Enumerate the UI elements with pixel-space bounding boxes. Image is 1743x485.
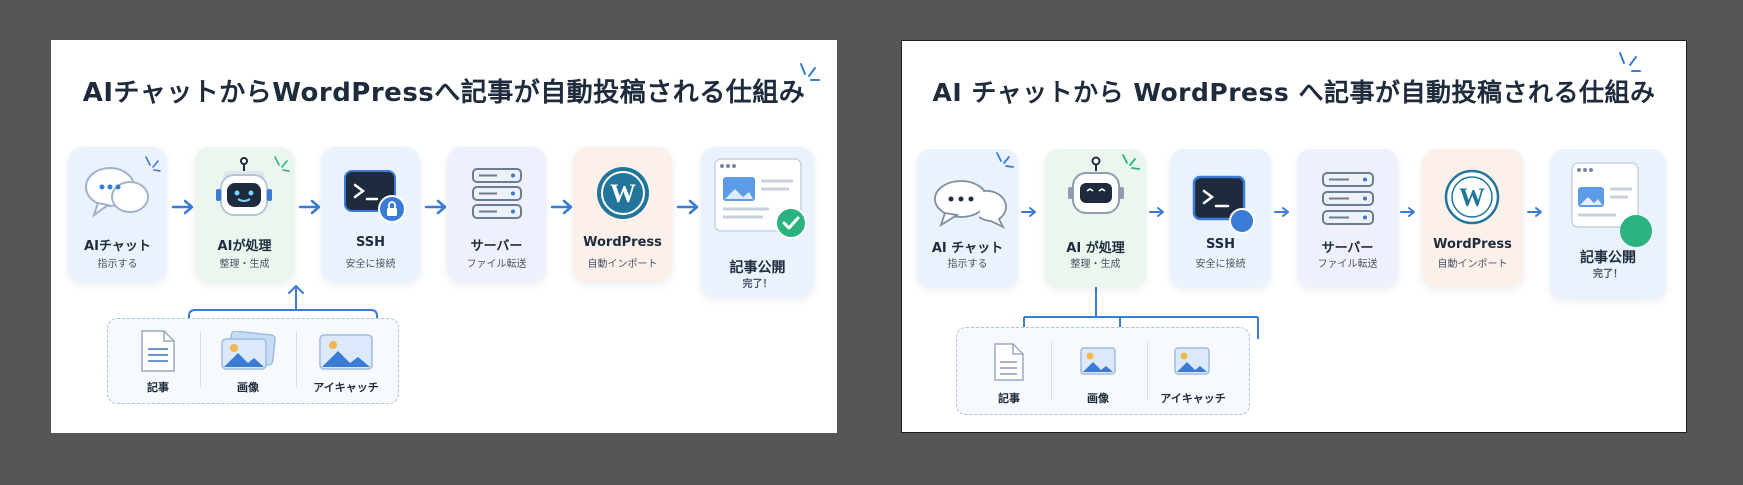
flow-arrow-icon bbox=[1527, 207, 1542, 217]
step-sublabel: ファイル転送 bbox=[1317, 259, 1378, 270]
step-card-wordpress: W WordPress 自動インポート bbox=[1422, 149, 1523, 287]
input-connector bbox=[188, 285, 378, 324]
step-sublabel: 完了！ bbox=[742, 279, 773, 290]
step-label: 記事公開 bbox=[729, 260, 786, 276]
step-card-ssh: SSH 安全に接続 bbox=[321, 147, 420, 282]
step-sublabel: ファイル転送 bbox=[466, 259, 527, 270]
input-label: 記事 bbox=[998, 392, 1020, 405]
sparkle-icon bbox=[1619, 52, 1641, 72]
step-label: SSH bbox=[1205, 237, 1236, 252]
step-card-wordpress: W WordPress 自動インポート bbox=[573, 147, 672, 282]
generated-content-box: 記事 画像 アイキャッチ bbox=[956, 327, 1250, 415]
input-label: アイキャッチ bbox=[1160, 392, 1226, 405]
sparkle-icon bbox=[145, 156, 161, 172]
svg-text:W: W bbox=[1459, 183, 1485, 212]
server-icon bbox=[1322, 172, 1374, 225]
robot-icon bbox=[1068, 156, 1124, 214]
chat-bubbles-icon bbox=[85, 167, 149, 218]
step-card-server: サーバー ファイル転送 bbox=[447, 147, 546, 282]
sparkle-icon bbox=[1122, 154, 1140, 170]
step-label: AI が処理 bbox=[1066, 241, 1125, 256]
input-label: 画像 bbox=[237, 381, 259, 394]
published-article-icon bbox=[1571, 162, 1652, 247]
step-sublabel: 指示する bbox=[947, 259, 988, 270]
server-icon bbox=[472, 168, 522, 219]
diagram-panel-right: AI チャットから WordPress へ記事が自動投稿される仕組み AI チャ… bbox=[901, 40, 1687, 433]
step-sublabel: 指示する bbox=[97, 259, 138, 270]
image-icon bbox=[221, 331, 276, 370]
input-label: アイキャッチ bbox=[313, 381, 379, 394]
step-sublabel: 整理・生成 bbox=[219, 259, 270, 270]
published-article-icon bbox=[714, 158, 807, 239]
robot-icon bbox=[216, 157, 272, 216]
flow-arrow-icon bbox=[298, 199, 321, 215]
flow-arrow-icon bbox=[1021, 207, 1036, 217]
divider bbox=[1147, 342, 1148, 400]
diagram-title: AIチャットからWordPressへ記事が自動投稿される仕組み bbox=[82, 78, 806, 108]
generated-content-box: 記事 画像 アイキャッチ bbox=[107, 318, 399, 404]
divider bbox=[200, 331, 201, 387]
wordpress-icon: W bbox=[597, 167, 649, 219]
step-card-published: 記事公開 完了！ bbox=[1550, 149, 1666, 299]
step-label: サーバー bbox=[470, 239, 523, 254]
step-card-ai-processing: AI が処理 整理・生成 bbox=[1045, 149, 1146, 287]
diagram-title: AI チャットから WordPress へ記事が自動投稿される仕組み bbox=[932, 78, 1656, 107]
flow-arrow-icon bbox=[1149, 207, 1164, 217]
input-label: 画像 bbox=[1087, 392, 1109, 405]
step-sublabel: 安全に接続 bbox=[1195, 259, 1246, 270]
step-card-server: サーバー ファイル転送 bbox=[1297, 149, 1398, 287]
terminal-icon bbox=[1192, 175, 1255, 234]
flow-arrow-icon bbox=[550, 199, 573, 215]
document-icon bbox=[141, 330, 175, 372]
sparkle-icon bbox=[800, 63, 820, 81]
step-label: WordPress bbox=[1433, 237, 1512, 252]
eyecatch-image-icon bbox=[319, 334, 373, 370]
flow-arrow-icon bbox=[1400, 207, 1415, 217]
step-card-ai-chat: AIチャット 指示する bbox=[68, 147, 167, 282]
diagram-panel-left: AIチャットからWordPressへ記事が自動投稿される仕組み AIチャット 指… bbox=[51, 40, 837, 433]
flow-arrow-icon bbox=[676, 199, 699, 215]
svg-text:W: W bbox=[610, 179, 636, 208]
step-sublabel: 整理・生成 bbox=[1070, 259, 1121, 270]
wordpress-icon: W bbox=[1444, 169, 1500, 225]
step-card-ai-processing: AIが処理 整理・生成 bbox=[195, 147, 294, 282]
image-icon bbox=[1080, 347, 1116, 375]
step-sublabel: 自動インポート bbox=[1437, 259, 1508, 270]
step-label: AI チャット bbox=[931, 241, 1004, 256]
step-label: サーバー bbox=[1321, 241, 1374, 256]
divider bbox=[1051, 342, 1052, 400]
step-label: AIが処理 bbox=[217, 239, 272, 254]
step-card-ai-chat: AI チャット 指示する bbox=[917, 149, 1018, 287]
sparkle-icon bbox=[274, 156, 290, 172]
flow-arrow-icon bbox=[171, 199, 194, 215]
input-label: 記事 bbox=[147, 381, 169, 394]
step-label: AIチャット bbox=[84, 239, 151, 254]
chat-bubbles-icon bbox=[934, 180, 1007, 230]
step-sublabel: 完了！ bbox=[1593, 269, 1623, 280]
eyecatch-image-icon bbox=[1174, 347, 1210, 375]
flow-arrow-icon bbox=[1274, 207, 1289, 217]
step-label: WordPress bbox=[583, 235, 662, 250]
step-card-ssh: SSH 安全に接続 bbox=[1170, 149, 1271, 287]
step-sublabel: 自動インポート bbox=[587, 259, 658, 270]
document-icon bbox=[994, 343, 1024, 381]
sparkle-icon bbox=[996, 152, 1014, 168]
step-sublabel: 安全に接続 bbox=[345, 259, 396, 270]
divider bbox=[296, 331, 297, 387]
terminal-lock-icon bbox=[344, 170, 406, 223]
step-label: SSH bbox=[355, 235, 386, 250]
step-card-published: 記事公開 完了！ bbox=[701, 147, 814, 297]
flow-arrow-icon bbox=[424, 199, 447, 215]
step-label: 記事公開 bbox=[1580, 250, 1636, 266]
